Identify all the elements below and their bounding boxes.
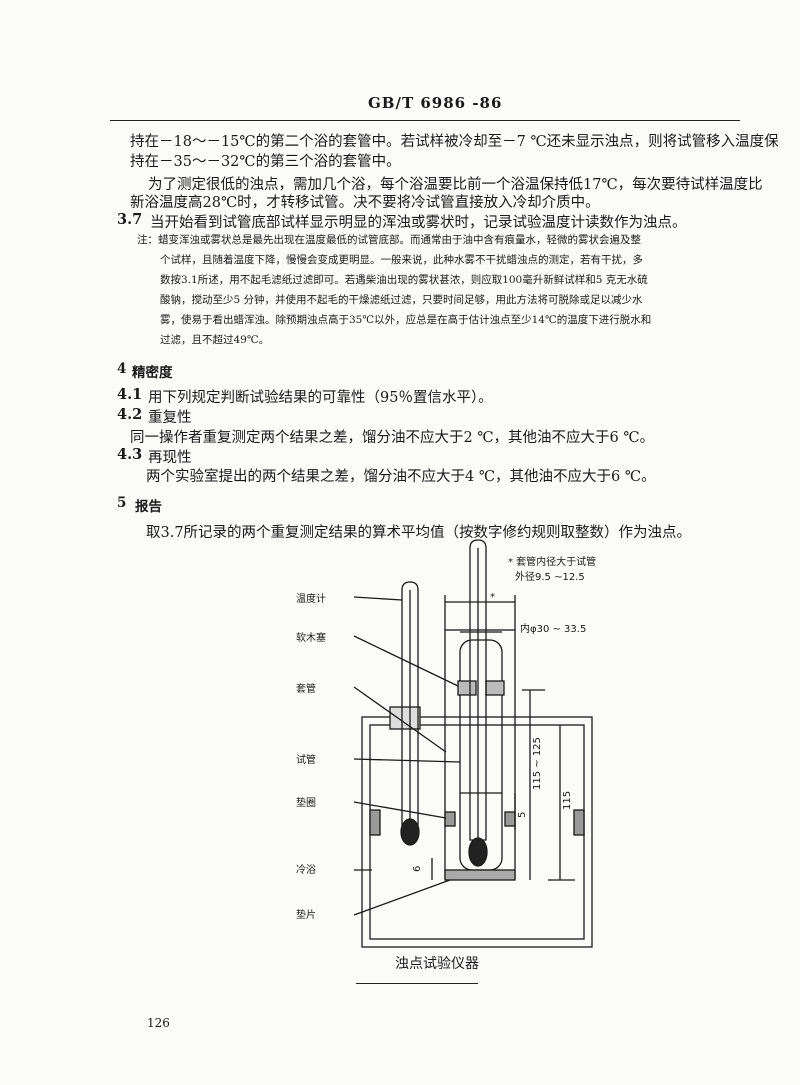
label-disc: 垫片 xyxy=(296,908,316,921)
section-title: 精密度 xyxy=(132,365,173,381)
section-number: 4 xyxy=(117,361,127,377)
section-text: 用下列规定判断试验结果的可靠性（95％置信水平）。 xyxy=(148,390,493,406)
para-line: 持在－35～－32℃的第三个浴的套管中。 xyxy=(130,154,401,170)
note-line: 雾，使易于看出蜡浑浊。除预期浊点高于35℃以外，应总是在高于估计浊点至少14℃的… xyxy=(160,314,652,326)
label-bath: 冷浴 xyxy=(296,863,316,876)
label-thermometer: 温度计 xyxy=(296,592,326,605)
section-text: 取3.7所记录的两个重复测定结果的算术平均值（按数字修约规则取整数）作为浊点。 xyxy=(146,525,692,541)
section-text: 同一操作者重复测定两个结果之差，馏分油不应大于2 ℃，其他油不应大于6 ℃。 xyxy=(130,430,655,446)
cold-bath-outline xyxy=(361,716,593,948)
para-line: 持在－18～－15℃的第二个浴的套管中。若试样被冷却至－7 ℃还未显示浊点，则将… xyxy=(130,134,779,150)
caption-rule xyxy=(356,983,478,984)
jacket-cork-right xyxy=(485,680,505,696)
figure-caption: 浊点试验仪器 xyxy=(395,956,479,972)
section-number: 4.3 xyxy=(117,446,143,463)
note-line: 酸钠，搅动至少5 分钟，并使用不起毛的干燥滤纸过滤，只要时间足够，用此方法将可脱… xyxy=(160,294,643,306)
test-tube-outline xyxy=(459,639,503,871)
dim-115: 115 xyxy=(562,791,573,810)
figure-note-line2: 外径9.5 ~12.5 xyxy=(515,570,585,583)
figure-note-line1: * 套管内径大于试管 xyxy=(508,555,596,568)
jacket-cork-left xyxy=(457,680,477,696)
dim-inner-diameter: 内φ30 ~ 33.5 xyxy=(520,622,586,635)
para-line: 新浴温度高28℃时，才转移试管。决不要将冷试管直接放入冷却介质中。 xyxy=(130,195,600,211)
page-number: 126 xyxy=(147,1016,170,1030)
section-number: 4.1 xyxy=(117,386,143,403)
dim-5: 5 xyxy=(517,812,528,818)
note-line: 数按3.1所述，用不起毛滤纸过滤即可。若遇柴油出现的雾状甚浓，则应取100毫升新… xyxy=(160,274,648,286)
bath-wall-left-block xyxy=(369,809,381,836)
note-line: 个试样，且随着温度下降，慢慢会变成更明显。一般来说，此种水雾不干扰蜡浊点的测定，… xyxy=(160,254,643,266)
section-title: 报告 xyxy=(135,499,162,515)
label-cork: 软木塞 xyxy=(296,631,326,644)
thermometer-left xyxy=(401,581,419,826)
thermometer-bulb-center xyxy=(468,837,488,867)
section-text: 当开始看到试管底部试样显示明显的浑浊或雾状时，记录试验温度计读数作为浊点。 xyxy=(150,215,687,231)
gasket-right xyxy=(504,811,516,827)
gasket-left xyxy=(444,811,456,827)
dim-115-125: 115 ~ 125 xyxy=(532,737,543,790)
thermometer-center xyxy=(469,539,487,841)
note-line: 过滤，且不超过49℃。 xyxy=(160,334,270,346)
header-rule xyxy=(110,120,740,121)
section-number: 3.7 xyxy=(117,211,143,228)
bath-wall-right-block xyxy=(573,809,585,836)
section-title: 再现性 xyxy=(148,450,192,466)
para-line: 为了测定很低的浊点，需加几个浴，每个浴温要比前一个浴温保持低17℃，每次要待试样… xyxy=(148,177,763,193)
dim-star: * xyxy=(490,592,495,603)
section-text: 两个实验室提出的两个结果之差，馏分油不应大于4 ℃，其他油不应大于6 ℃。 xyxy=(146,469,656,485)
section-number: 5 xyxy=(117,495,127,511)
bottom-disc xyxy=(444,869,516,881)
thermometer-bulb-left xyxy=(400,818,420,846)
section-number: 4.2 xyxy=(117,406,143,423)
standard-code: GB/T 6986 -86 xyxy=(368,94,503,112)
section-title: 重复性 xyxy=(148,410,192,426)
label-gasket: 垫圈 xyxy=(296,796,316,809)
bath-cork xyxy=(389,706,421,730)
note-line: 注：蜡变浑浊或雾状总是最先出现在温度最低的试管底部。而通常由于油中含有痕量水，轻… xyxy=(137,234,641,246)
dim-6: 6 xyxy=(412,866,423,872)
label-jacket: 套管 xyxy=(296,682,316,695)
label-tube: 试管 xyxy=(296,753,316,766)
